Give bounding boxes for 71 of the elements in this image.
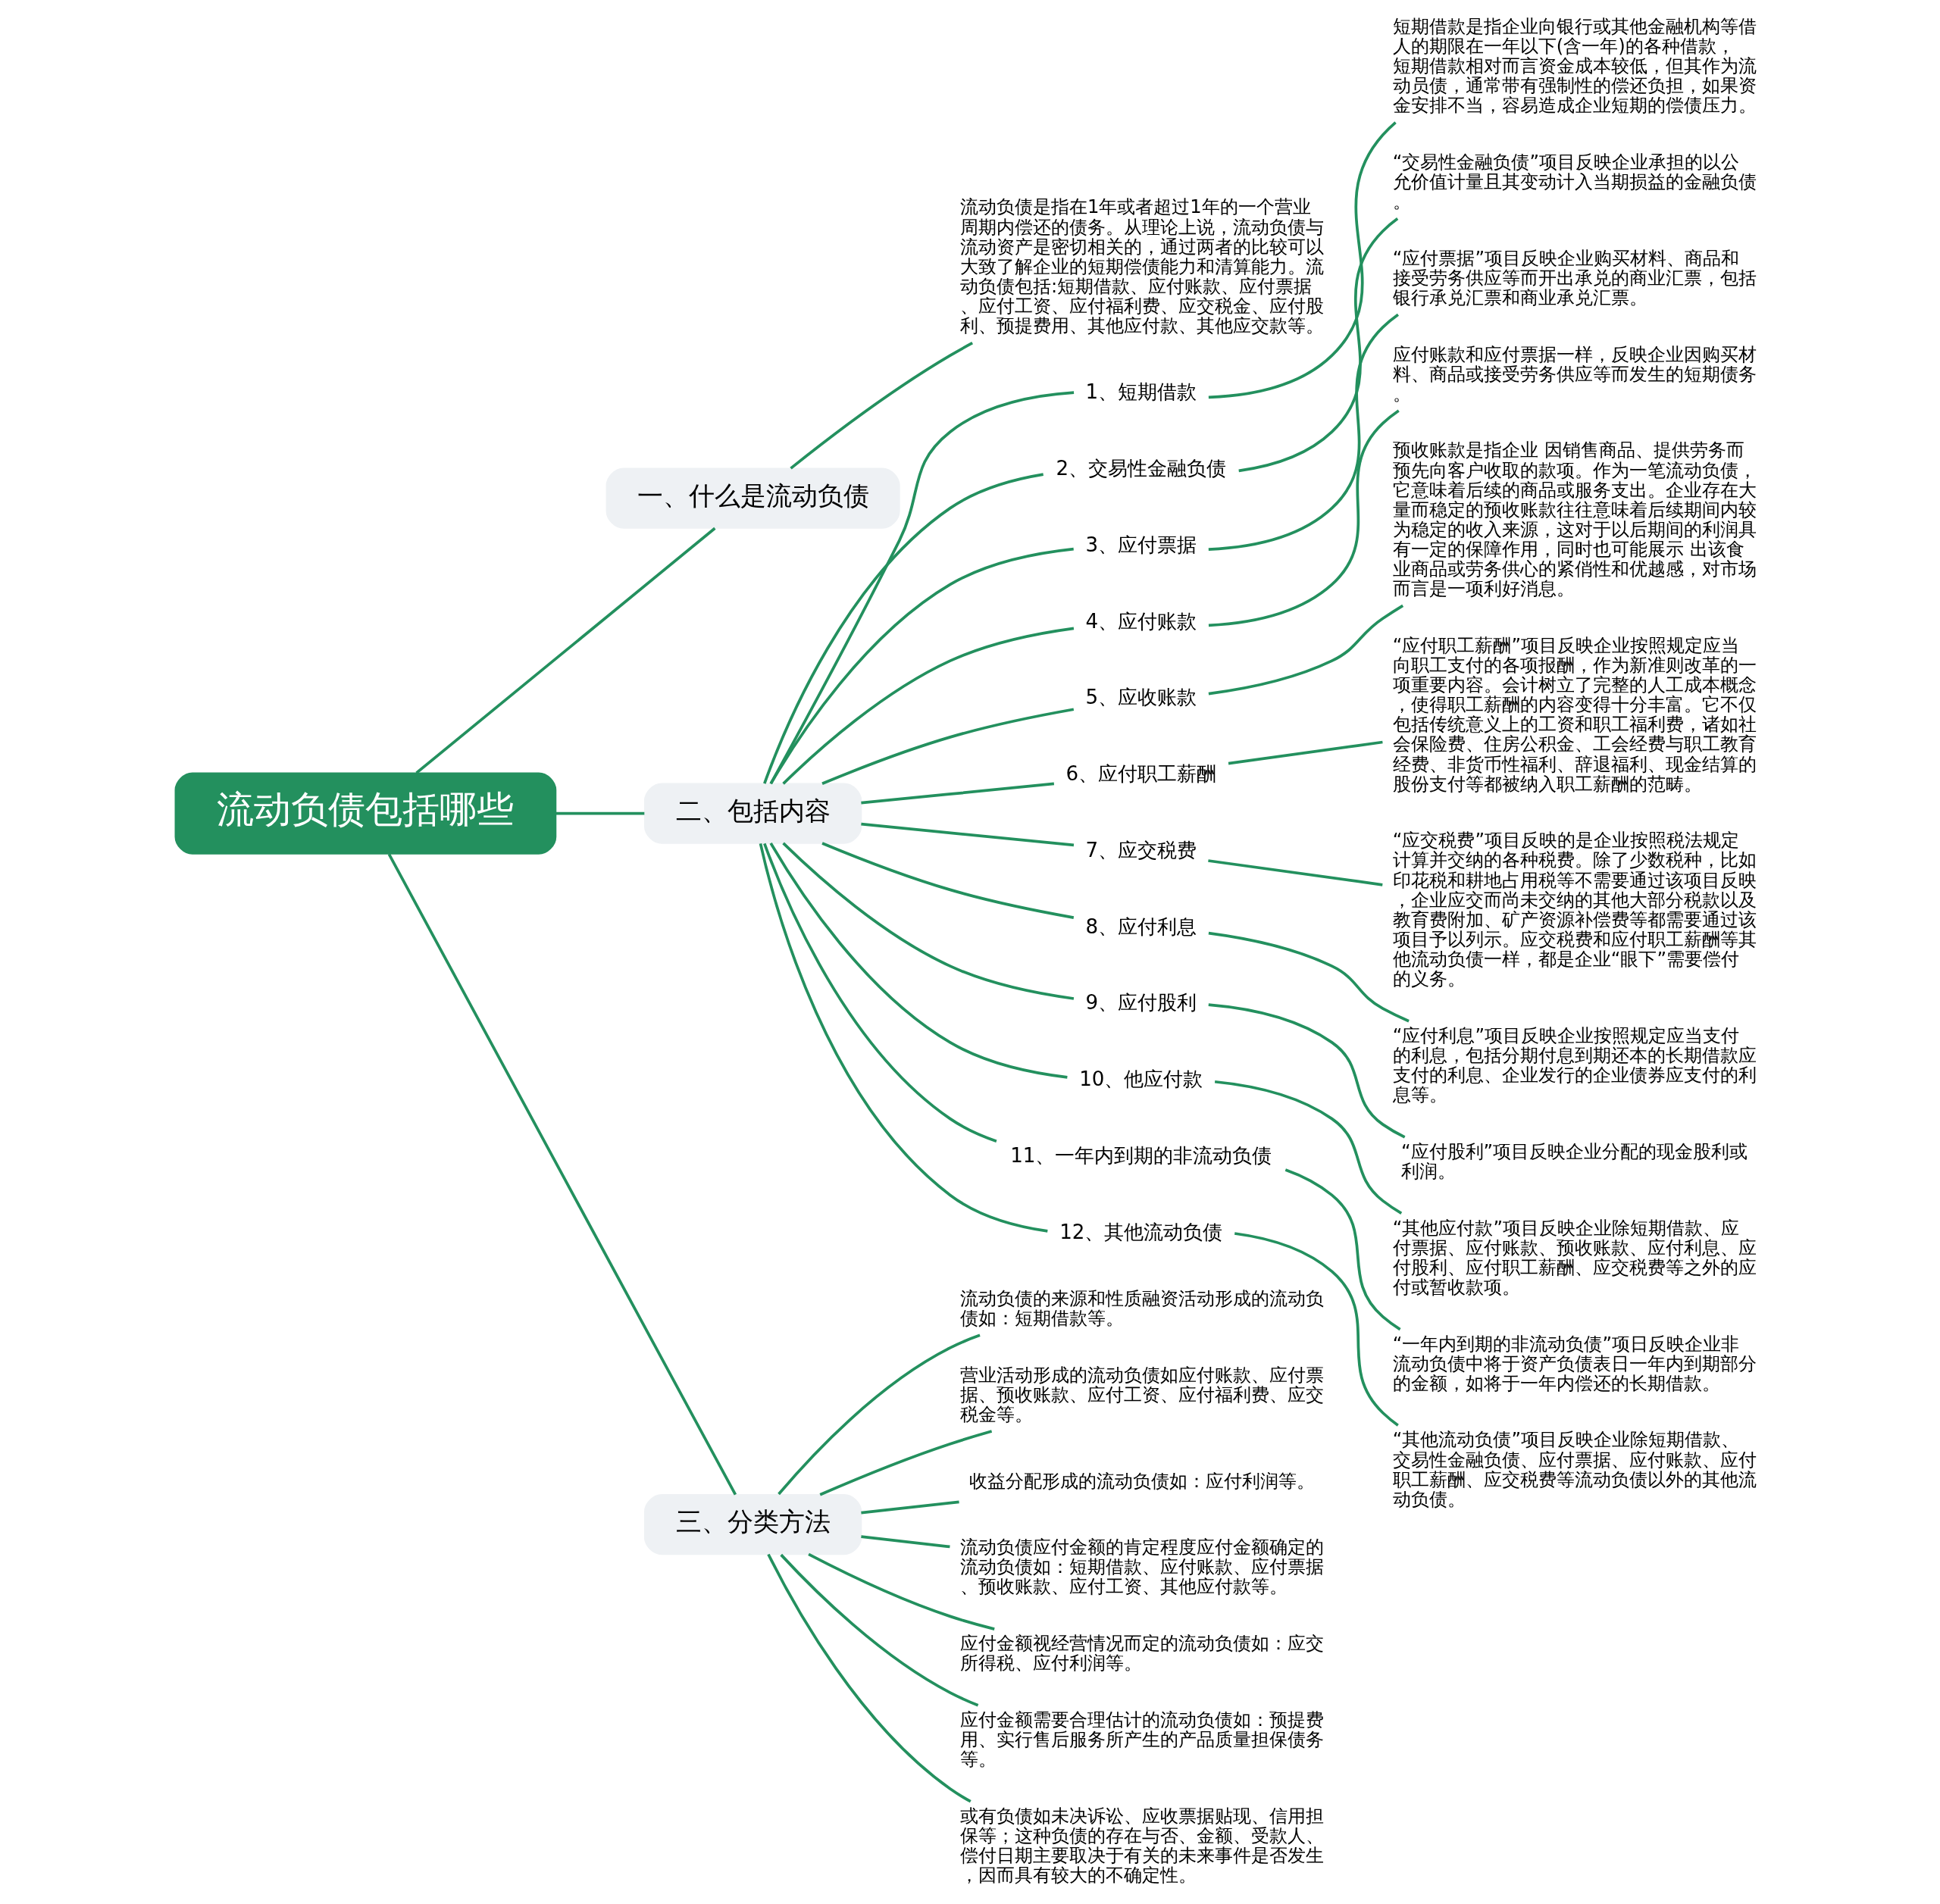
node-text: 流动负债的来源和性质融资活动形成的流动负债如：短期借款等。 <box>959 1287 1324 1329</box>
node-text: 11、一年内到期的非流动负债 <box>1010 1143 1272 1167</box>
node-text: “应付股利”项目反映企业分配的现金股利或利润。 <box>1401 1140 1748 1182</box>
node-text: 或有负债如未决诉讼、应收票据贴现、信用担保等；这种负债的存在与否、金额、受款人、偿付日期主要取决于有关的未来事件是否发生，因而具有较大的不确定性。 <box>959 1804 1324 1887</box>
node-text: 7、应交税费 <box>1085 838 1197 861</box>
node-text: 8、应付利息 <box>1085 914 1197 938</box>
node-text: 6、应付职工薪酬 <box>1065 762 1217 786</box>
connector <box>1208 1003 1406 1139</box>
connector <box>1208 121 1397 399</box>
node-text: 预收账款是指企业 因销售商品、提供劳务而预先向客户收取的款项。作为一笔流动负债，它意味着后续的商品或服务支出。企业存在大量而稳定的预收账款往往意味着后续期间内较为稳定的收入来源，这对于以后期间的利润具有一定的保障作用，同时也可能展示 出该食业商品或劳务供心的紧俏性和优越感，对市场而言是一项利好消息。 <box>1392 439 1757 600</box>
node-text: 应付账款和应付票据一样，反映企业因购买材料、商品或接受劳务供应等而发生的短期债务。 <box>1392 342 1757 405</box>
node-text: “其他应付款”项目反映企业除短期借款、应付票据、应付账款、预收账款、应付利息、应付股利、应付职工薪酬、应交税费等之外的应付或暂收款项。 <box>1392 1216 1757 1298</box>
node-text: 营业活动形成的流动负债如应付账款、应付票据、预收账款、应付工资、应付福利费、应交税金等。 <box>959 1363 1324 1425</box>
node-text: 1、短期借款 <box>1085 380 1197 404</box>
connector <box>387 853 737 1496</box>
node-text: 10、他应付款 <box>1079 1068 1203 1091</box>
node-text: 12、其他流动负债 <box>1059 1220 1223 1243</box>
node-box: 三、分类方法 <box>643 1494 862 1555</box>
connector <box>1238 217 1399 473</box>
node-text: “应付职工薪酬”项目反映企业按照规定应当向职工支付的各项报酬，作为新准则改革的一项重要内容。会计树立了完整的人工成本概念，使得职工薪酬的内容变得十分丰富。它不仅包括传统意义上的工资和职工福利费，诸如社会保险费、住房公积金、工会经费与职工教育经费、非货币性福利、辞退福利、现金结算的股份支付等都被纳入职工薪酬的范畴。 <box>1392 633 1757 795</box>
connector <box>1228 740 1383 765</box>
connector <box>1208 859 1383 886</box>
node-text: 流动负债是指在1年或者超过1年的一个营业周期内偿还的债务。从理论上说，流动负债与流动资产是密切相关的，通过两者的比较可以大致了解企业的短期偿债能力和清算能力。流动负债包括:短期借款、应付账款、应付票据、应付工资、应付福利费、应交税金、应付股利、预提费用、其他应付款、其他应交款等。 <box>959 195 1324 337</box>
node-text: 收益分配形成的流动负债如：应付利润等。 <box>969 1469 1316 1492</box>
connector <box>769 842 1068 1079</box>
node-text: “交易性金融负债”项目反映企业承担的以公允价值计量且其变动计入当期损益的金融负债。 <box>1392 150 1757 213</box>
connector <box>415 527 716 774</box>
connector <box>1208 409 1400 627</box>
connector <box>769 391 1075 784</box>
node-text: 应付金额需要合理估计的流动负债如：预提费用、实行售后服务所产生的产品质量担保债务等。 <box>959 1708 1324 1771</box>
connector <box>555 811 645 815</box>
node-box: 一、什么是流动负债 <box>605 467 900 529</box>
connector <box>1234 1232 1399 1427</box>
node-text: 应付金额视经营情况而定的流动负债如：应交所得税、应付利润等。 <box>959 1632 1324 1674</box>
connector <box>821 842 1075 919</box>
node-text: 9、应付股利 <box>1085 991 1197 1015</box>
connector <box>782 842 1075 1000</box>
node-text: “一年内到期的非流动负债”项日反映企业非流动负债中将于资产负债表日一年内到期部分的金额，如将于一年内偿还的长期借款。 <box>1392 1332 1757 1394</box>
connector <box>861 782 1055 805</box>
connector <box>819 1430 993 1496</box>
connector <box>1208 931 1410 1023</box>
connector <box>821 708 1075 786</box>
node-text: 2、交易性金融负债 <box>1056 457 1227 480</box>
node-text: “其他流动负债”项目反映企业除短期借款、交易性金融负债、应付票据、应付账款、应付职工薪酬、应交税费等流动负债以外的其他流动负债。 <box>1392 1428 1757 1510</box>
connector <box>790 342 974 470</box>
node-text: 3、应付票据 <box>1085 533 1197 556</box>
connector <box>778 1333 981 1496</box>
connector <box>861 822 1075 847</box>
connector <box>763 843 997 1143</box>
connector <box>769 547 1074 785</box>
node-box: 流动负债包括哪些 <box>174 772 557 855</box>
connector <box>1208 313 1400 551</box>
connector <box>808 1552 995 1630</box>
connector <box>1214 1080 1403 1215</box>
connector <box>780 1553 979 1707</box>
node-text: 流动负债应付金额的肯定程度应付金额确定的流动负债如：短期借款、应付账款、应付票据、预收账款、应付工资、其他应付款等。 <box>959 1536 1324 1598</box>
node-text: 4、应付账款 <box>1085 609 1197 633</box>
node-box: 二、包括内容 <box>643 783 862 844</box>
connector <box>861 1500 959 1515</box>
node-text: 5、应收账款 <box>1085 686 1197 709</box>
connector <box>1284 1168 1401 1331</box>
connector <box>782 627 1075 785</box>
connector <box>861 1535 950 1549</box>
connector <box>759 843 1048 1233</box>
node-text: “应交税费”项目反映的是企业按照税法规定计算并交纳的各种税费。除了少数税种，比如印花税和耕地占用税等不需要通过该项目反映，企业应交而尚未交纳的其他大部分税款以及教育费附加、矿产资源补偿费等都需要通过该项目予以列示。应交税费和应付职工薪酬等其他流动负债一样，都是企业“眼下”需要偿付的义务。 <box>1392 829 1757 990</box>
node-text: 短期借款是指企业向银行或其他金融机构等借人的期限在一年以下(含一年)的各种借款，短期借款相对而言资金成本较低，但其作为流动员债，通常带有强制性的偿还负担，如果资金安排不当，容易造成企业短期的偿债压力。 <box>1392 14 1757 117</box>
node-text: “应付利息”项目反映企业按照规定应当支付的利息，包括分期付息到期还本的长期借款应支付的利息、企业发行的企业债券应支付的利息等。 <box>1392 1024 1757 1106</box>
connector <box>1208 604 1404 696</box>
connector <box>763 473 1044 784</box>
connector <box>767 1553 972 1803</box>
node-text: “应付票据”项目反映企业购买材料、商品和接受劳务供应等而开出承兑的商业汇票，包括银行承兑汇票和商业承兑汇票。 <box>1392 246 1757 308</box>
